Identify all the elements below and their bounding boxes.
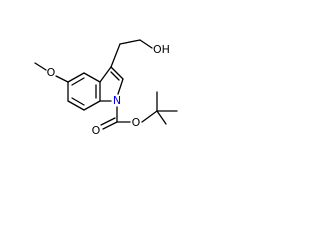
- pyrrole-ring: [99, 66, 124, 102]
- bond-c3-c2: [110, 66, 124, 80]
- bond-c4-c3a: [83, 72, 101, 83]
- bond-ch2b-o: [139, 39, 153, 49]
- molecule-svg: O OH N O O: [34, 39, 178, 137]
- bond-c-o-double-a: [102, 121, 118, 130]
- bond-c5-o: [55, 75, 69, 83]
- bond-c3-ch2a: [110, 43, 121, 68]
- boc-group: O O: [92, 91, 178, 137]
- bond-c-o-double-b: [100, 117, 116, 126]
- bond-c3a-c3: [99, 66, 112, 83]
- bond-ctbu-me3: [156, 110, 167, 125]
- bond-ch2a-ch2b: [119, 39, 141, 45]
- bond-c5-c4: [67, 72, 85, 83]
- benzene-ring: [67, 72, 101, 111]
- structure-diagram: O OH N O O: [0, 0, 220, 148]
- bond-c7-c6: [67, 100, 85, 111]
- bond-c2-n1: [117, 78, 124, 95]
- methoxy-group: O: [34, 62, 69, 83]
- bond-c7a-c7: [83, 100, 101, 111]
- hydroxyl-label: OH: [153, 43, 170, 56]
- bond-c7-c6-inner: [71, 97, 85, 106]
- bond-c5-c4-inner: [71, 77, 85, 86]
- hydroxyethyl-chain: OH: [110, 39, 170, 68]
- methoxy-o-label: O: [47, 66, 56, 79]
- bond-c3-c2-inner: [110, 71, 120, 81]
- bond-o-ctbu: [141, 110, 158, 123]
- carbonyl-o-label: O: [92, 124, 101, 137]
- ester-o-label: O: [132, 116, 141, 129]
- indole-n-label: N: [113, 94, 121, 107]
- bond-o-ch3: [34, 62, 47, 71]
